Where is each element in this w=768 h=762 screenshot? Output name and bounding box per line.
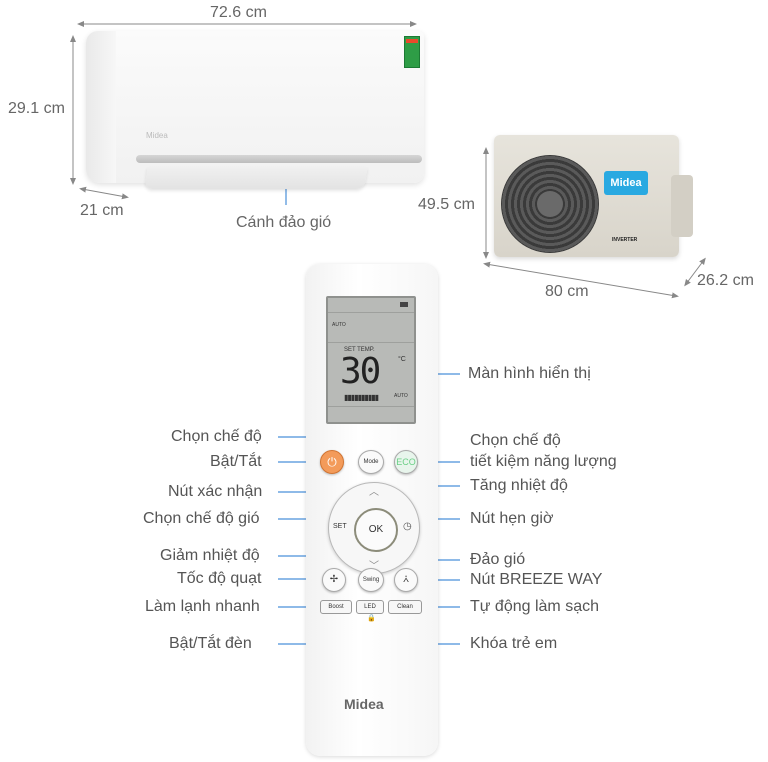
breeze-way-button[interactable]: ⩑ [394,568,418,592]
callout-temp-up: Tăng nhiệt độ [470,477,568,494]
dpad: ︿ SET OK ◷ ﹀ [328,482,420,574]
indoor-depth-label: 21 cm [80,202,124,219]
mode-button[interactable]: Mode [358,450,384,474]
indoor-light-strip [136,155,422,163]
timer-button[interactable]: ◷ [403,521,412,532]
energy-label-icon [404,36,420,68]
callout-power: Bật/Tắt [210,453,262,470]
callout-eco-line1: Chọn chế độ [470,432,561,449]
outdoor-brand-logo: Midea [604,171,648,195]
outdoor-depth-label: 26.2 cm [697,272,754,289]
lcd-fan-bars: ▮▮▮▮▮▮▮▮▮▮ [344,393,379,402]
callout-child-lock: Khóa trẻ em [470,635,558,652]
callout-temp-down: Giảm nhiệt độ [160,547,260,564]
eco-button[interactable]: ECO [394,450,418,474]
fan-speed-button[interactable]: ✢ [322,568,346,592]
callout-wind-mode: Chọn chế độ gió [143,510,260,527]
temp-up-button[interactable]: ︿ [369,487,379,498]
lcd-temperature: 30 [340,351,381,392]
callout-swing: Đảo gió [470,551,526,568]
temp-down-button[interactable]: ﹀ [369,561,379,572]
callout-confirm: Nút xác nhận [168,483,263,500]
power-button[interactable]: ⏻ [320,450,344,474]
indoor-width-label: 72.6 cm [210,4,267,21]
callout-eco-line2: tiết kiệm năng lượng [470,453,617,470]
remote-control: AUTO SET TEMP. 30 °C ▮▮▮▮▮▮▮▮▮▮ AUTO ⏻ M… [306,264,438,756]
boost-button[interactable]: Boost [320,600,352,614]
outdoor-height-label: 49.5 cm [418,196,475,213]
set-button[interactable]: SET [333,523,347,530]
battery-icon [400,302,408,307]
lcd-fan-mode: AUTO [394,393,408,399]
callout-clean: Tự động làm sạch [470,598,599,615]
indoor-height-label: 29.1 cm [8,100,65,117]
led-button[interactable]: LED [356,600,384,614]
lcd-unit: °C [398,356,406,363]
indoor-brand: Midea [146,131,168,140]
callout-timer: Nút hẹn giờ [470,510,554,527]
outdoor-valve-cover [671,175,693,237]
indoor-air-flap [144,167,368,189]
indoor-unit: Midea [86,31,424,189]
lcd-mode: AUTO [332,322,346,328]
callout-mode: Chọn chế độ [171,428,262,445]
indoor-side-panel [86,31,116,183]
lcd-display: AUTO SET TEMP. 30 °C ▮▮▮▮▮▮▮▮▮▮ AUTO [326,296,416,424]
child-lock-icon: 🔒 [367,615,376,622]
callout-breeze: Nút BREEZE WAY [470,571,603,588]
clean-button[interactable]: Clean [388,600,422,614]
callout-boost: Làm lạnh nhanh [145,598,260,615]
outdoor-unit: Midea INVERTER [494,135,693,257]
swing-button[interactable]: Swing [358,568,384,592]
callout-fan-speed: Tốc độ quạt [177,570,262,587]
inverter-badge: INVERTER [612,237,638,243]
callout-led: Bật/Tắt đèn [169,635,252,652]
flap-label: Cánh đảo gió [236,214,332,231]
ok-button[interactable]: OK [354,508,398,552]
remote-brand-logo: Midea [344,696,384,712]
lcd-set-temp-label: SET TEMP. [344,347,375,353]
callout-display: Màn hình hiển thị [468,365,591,382]
fan-grille-icon [501,155,599,253]
outdoor-width-label: 80 cm [545,283,589,300]
